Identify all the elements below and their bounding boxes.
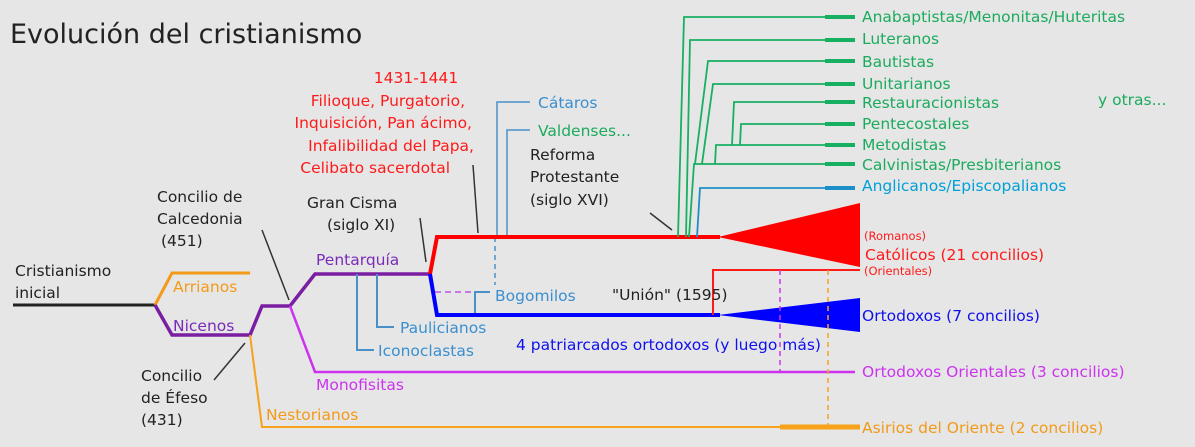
pentarquia-label: Pentarquía <box>316 251 399 269</box>
asirios-label: Asirios del Oriente (2 concilios) <box>862 419 1103 437</box>
diagram-title: Evolución del cristianismo <box>10 19 362 50</box>
patriarcados-label: 4 patriarcados ortodoxos (y luego más) <box>516 336 821 354</box>
paulicianos-label: Paulicianos <box>400 319 486 337</box>
anglican-line <box>696 187 855 238</box>
bogomil-line <box>474 291 490 315</box>
efeso-label-1: Concilio <box>141 367 202 385</box>
early-label-1: Cristianismo <box>15 262 111 280</box>
catholic-wedge <box>718 203 860 267</box>
nestorian-line <box>249 334 860 428</box>
orthodox-wedge <box>718 298 860 332</box>
protestant-label: Luteranos <box>862 30 939 48</box>
ortodoxos-label: Ortodoxos (7 concilios) <box>862 307 1040 325</box>
gran-cisma-label-2: (siglo XI) <box>327 216 395 234</box>
protestant-ends <box>825 15 855 166</box>
florence-label-3: Inquisición, Pan ácimo, <box>295 114 472 132</box>
protestant-label: Metodistas <box>862 136 946 154</box>
reforma-label-3: (siglo XVI) <box>530 191 609 209</box>
arian-line <box>153 271 250 306</box>
early-label-2: inicial <box>15 284 60 302</box>
calcedonia-label-2: Calcedonia <box>157 210 243 228</box>
efeso-label-3: (431) <box>141 411 183 429</box>
calcedonia-label-1: Concilio de <box>157 188 242 206</box>
pointer-lines <box>213 164 673 381</box>
reforma-label-1: Reforma <box>530 146 595 164</box>
anglicanos-label: Anglicanos/Episcopalianos <box>862 177 1066 195</box>
florence-labels: 1431-1441 Filioque, Purgatorio, Inquisic… <box>295 69 474 177</box>
arrianos-label: Arrianos <box>173 278 237 296</box>
ortodoxos-orientales-label: Ortodoxos Orientales (3 concilios) <box>862 363 1125 381</box>
protestant-label: Calvinistas/Presbiterianos <box>862 156 1061 174</box>
nicene-line <box>153 272 430 337</box>
florence-label-5: Celibato sacerdotal <box>300 159 450 177</box>
florence-label-2: Filioque, Purgatorio, <box>311 92 465 110</box>
y-otras-label: y otras... <box>1098 91 1166 109</box>
efeso-label-2: de Éfeso <box>141 388 208 407</box>
protestant-lines <box>677 16 855 238</box>
iconoclastas-label: Iconoclastas <box>378 342 474 360</box>
nestorianos-label: Nestorianos <box>266 406 358 424</box>
romanos-label: (Romanos) <box>864 229 926 243</box>
cataros-label: Cátaros <box>538 94 598 112</box>
protestant-label: Bautistas <box>862 53 934 71</box>
reforma-label-2: Protestante <box>530 168 619 186</box>
florence-label-4: Infalibilidad del Papa, <box>308 137 474 155</box>
eastern-catholic-line <box>712 269 860 315</box>
protestant-label: Pentecostales <box>862 115 969 133</box>
catolicos-label: Católicos (21 concilios) <box>865 246 1044 264</box>
gran-cisma-label-1: Gran Cisma <box>307 194 397 212</box>
monophysite-line <box>288 305 855 374</box>
nicenos-label: Nicenos <box>173 317 234 335</box>
cathar-valdense-lines <box>496 101 530 237</box>
protestant-label: Unitarianos <box>862 75 951 93</box>
protestant-label: Anabaptistas/Menonitas/Huteritas <box>862 8 1125 26</box>
protestant-label: Restauracionistas <box>862 94 999 112</box>
protestant-labels: Anabaptistas/Menonitas/Huteritas Luteran… <box>862 8 1125 174</box>
monofisitas-label: Monofisitas <box>316 376 404 394</box>
valdenses-label: Valdenses... <box>538 122 631 140</box>
union-label: "Unión" (1595) <box>612 286 728 304</box>
florence-label-1: 1431-1441 <box>374 69 459 87</box>
bogomilos-label: Bogomilos <box>495 287 576 305</box>
sect-lines <box>356 274 394 351</box>
catholic-line <box>428 235 720 275</box>
calcedonia-label-3: (451) <box>161 232 203 250</box>
orientales-label: (Orientales) <box>864 264 932 278</box>
orthodox-line <box>428 273 720 317</box>
